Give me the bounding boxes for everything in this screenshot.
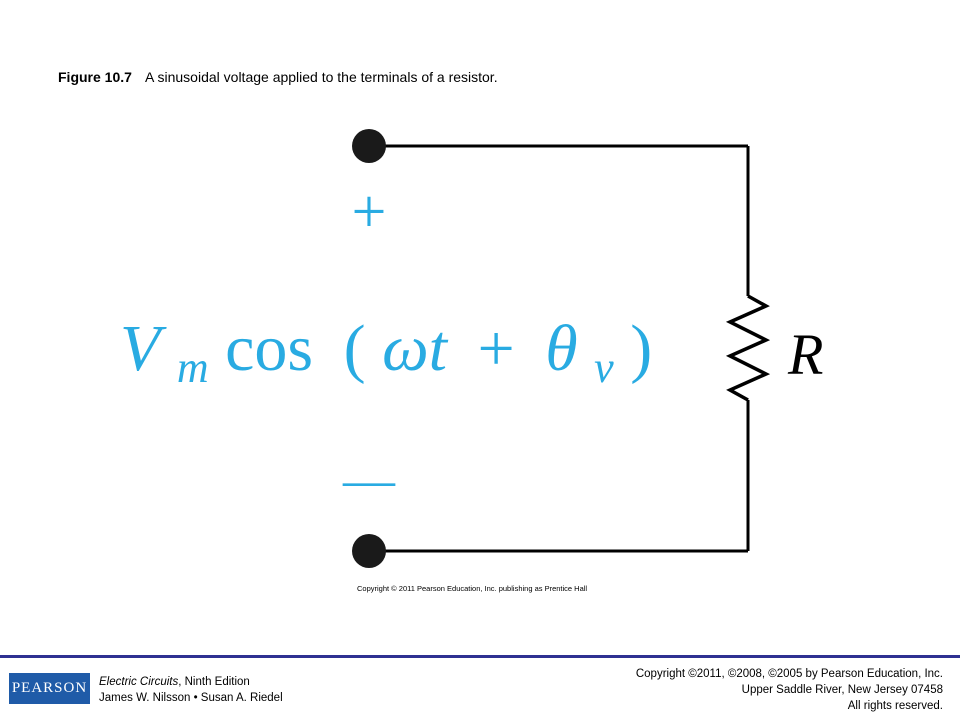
- voltage-subscript: m: [177, 343, 209, 392]
- resistor-label: R: [787, 322, 823, 387]
- plus-sign: +: [352, 178, 387, 246]
- figure-copyright: Copyright © 2011 Pearson Education, Inc.…: [357, 584, 588, 593]
- copyright-line-1: Copyright ©2011, ©2008, ©2005 by Pearson…: [635, 668, 943, 680]
- cos-function: cos: [225, 312, 313, 385]
- pearson-logo: PEARSON: [9, 673, 90, 704]
- omega-t: ωt: [382, 312, 449, 385]
- close-paren: ): [630, 312, 652, 385]
- figure-number: Figure 10.7: [58, 69, 132, 85]
- book-title: Electric Circuits: [99, 676, 179, 688]
- voltage-expression: V m cos ( ωt + θ v ): [120, 312, 652, 397]
- open-paren: (: [344, 312, 366, 385]
- footer-divider: [0, 655, 960, 658]
- top-terminal: [352, 129, 386, 163]
- copyright-line-3: All rights reserved.: [847, 700, 943, 712]
- voltage-symbol: V: [120, 312, 167, 385]
- figure-caption: Figure 10.7 A sinusoidal voltage applied…: [58, 69, 498, 85]
- book-edition: , Ninth Edition: [178, 676, 250, 688]
- book-title-line: Electric Circuits, Ninth Edition: [99, 674, 283, 690]
- book-info: Electric Circuits, Ninth Edition James W…: [99, 674, 283, 706]
- publisher-copyright: Copyright ©2011, ©2008, ©2005 by Pearson…: [636, 666, 943, 714]
- theta-symbol: θ: [545, 312, 577, 385]
- minus-sign: —: [342, 452, 396, 509]
- book-authors: James W. Nilsson • Susan A. Riedel: [99, 692, 283, 704]
- bottom-terminal: [352, 534, 386, 568]
- plus-operator: +: [478, 312, 515, 385]
- resistor-zigzag: [725, 294, 771, 402]
- theta-subscript: v: [594, 343, 614, 392]
- figure-caption-text: A sinusoidal voltage applied to the term…: [145, 69, 498, 85]
- copyright-line-2: Upper Saddle River, New Jersey 07458: [741, 684, 943, 696]
- pearson-logo-text: PEARSON: [11, 680, 88, 696]
